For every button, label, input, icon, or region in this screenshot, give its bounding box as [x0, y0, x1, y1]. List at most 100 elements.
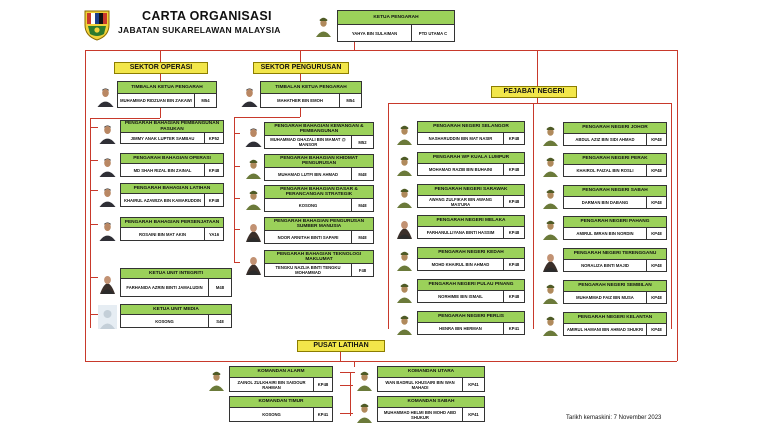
officer-name: MUHAMMAD GHAZALI BIN MAMAT @ MANSOR: [265, 136, 351, 148]
grade-code: KP48: [503, 196, 524, 207]
position-title: KETUA UNIT INTEGRITI: [121, 269, 231, 279]
position-title: PENGARAH BAHAGIAN OPERASI: [121, 154, 223, 164]
officer-name: FARHANIDA AZRIN BINTI JAMALUDIN: [121, 279, 208, 296]
sector-label-pejabat-negeri: PEJABAT NEGERI: [491, 86, 577, 98]
grade-code: KP48: [646, 165, 666, 176]
portrait-photo: [244, 251, 263, 275]
portrait-photo: [98, 217, 117, 241]
position-title: PENGARAH NEGERI KELANTAN: [564, 313, 666, 324]
portrait-photo: [395, 184, 414, 208]
position-title: PENGARAH NEGERI PULAU PINANG: [418, 280, 524, 291]
grade-code: M54: [339, 94, 361, 107]
position-title: PENGARAH NEGERI PERLIS: [418, 312, 524, 323]
grade-code: KP48: [646, 292, 666, 303]
officer-name: YAHYA BIN SULAIMAN: [338, 25, 411, 41]
officer-name: NORALIZA BINTI MAJID: [564, 260, 646, 271]
portrait-photo: [541, 153, 560, 177]
position-title: KOMANDAN SABAH: [378, 397, 484, 408]
position-title: PENGARAH NEGERI TERENGGANU: [564, 249, 666, 260]
card-bahagian-pengurusan-2: PENGARAH BAHAGIAN DASAR & PERANCANGAN ST…: [264, 185, 374, 212]
position-title: PENGARAH BAHAGIAN LATIHAN: [121, 184, 223, 194]
page-title: CARTA ORGANISASI: [142, 9, 272, 23]
portrait-photo: [541, 248, 560, 272]
position-title: KOMANDAN ALARM: [230, 367, 332, 378]
portrait-photo: [541, 280, 560, 304]
officer-name: MUHAMAD LUTFI BIN AHMAD: [265, 168, 351, 180]
officer-name: MD SHAH RIZAL BIN ZAINAL: [121, 164, 204, 176]
position-title: KOMANDAN UTARA: [378, 367, 484, 378]
position-title: PENGARAH BAHAGIAN KHIDMAT PENGURUSAN: [265, 155, 373, 168]
portrait-photo: [395, 279, 414, 303]
portrait-photo: [96, 83, 115, 107]
grade-code: PTD UTAMA C: [411, 25, 454, 41]
portrait-photo: [541, 216, 560, 240]
portrait-photo: [244, 155, 263, 179]
portrait-photo: [207, 367, 226, 391]
position-title: PENGARAH BAHAGIAN PENGURUSAN SUMBER MANU…: [265, 218, 373, 231]
position-title: PENGARAH NEGERI MELAKA: [418, 216, 524, 227]
officer-name: AMIRUL IMRAN BIN NORDIN: [564, 228, 646, 239]
portrait-photo: [541, 312, 560, 336]
position-title: PENGARAH BAHAGIAN TEKNOLOGI MAKLUMAT: [265, 251, 373, 264]
position-title: KETUA PENGARAH: [338, 11, 454, 25]
position-title: TIMBALAN KETUA PENGARAH: [261, 82, 361, 94]
officer-name: KOSONG: [230, 408, 313, 421]
card-bahagian-pengurusan-3: PENGARAH BAHAGIAN PENGURUSAN SUMBER MANU…: [264, 217, 374, 244]
grade-code: KP48: [503, 227, 524, 238]
officer-name: MUHAMMAD HELMI BIN MOHD ABD SHUKUR: [378, 408, 462, 421]
grade-code: KP52: [204, 133, 223, 143]
officer-name: KOSONG: [121, 315, 208, 327]
portrait-photo: [244, 186, 263, 210]
officer-name: MOHAMAD RAZIB BIN BUHAINI: [418, 164, 503, 175]
position-title: TIMBALAN KETUA PENGARAH: [118, 82, 216, 94]
position-title: PENGARAH NEGERI JOHOR: [564, 123, 666, 134]
grade-code: KP48: [646, 324, 666, 335]
position-title: PENGARAH BAHAGIAN KEWANGAN & PEMBANGUNAN: [265, 123, 373, 136]
portrait-photo: [541, 122, 560, 146]
portrait-photo: [244, 218, 263, 242]
officer-name: TENGKU NAZLIA BINTI TENGKU MOHAMMAD: [265, 264, 351, 276]
portrait-photo: [314, 13, 333, 37]
portrait-photo: [98, 153, 117, 177]
portrait-photo: [98, 183, 117, 207]
grade-code: KP48: [503, 133, 524, 144]
grade-code: S48: [208, 315, 231, 327]
grade-code: KP48: [313, 378, 332, 391]
position-title: PENGARAH NEGERI SABAH: [564, 186, 666, 197]
officer-name: NOOR ARNITAH BINTI SAPARI: [265, 231, 351, 243]
grade-code: KP48: [646, 228, 666, 239]
grade-code: KP41: [313, 408, 332, 421]
portrait-photo: [355, 399, 374, 423]
officer-name: DARMAN BIN DABANG: [564, 197, 646, 208]
jata-crest-icon: [82, 7, 112, 41]
sector-label-pusat-latihan: PUSAT LATIHAN: [297, 340, 385, 352]
officer-name: KHAIROL FAIZAL BIN ROSLI: [564, 165, 646, 176]
grade-code: KP48: [204, 164, 223, 176]
portrait-photo: [395, 152, 414, 176]
officer-name: KHAIRUL AZAWIZA BIN KAMARUDDIN: [121, 194, 204, 206]
page-subtitle: JABATAN SUKARELAWAN MALAYSIA: [118, 25, 281, 35]
portrait-photo: [541, 185, 560, 209]
grade-code: KP41: [462, 408, 484, 421]
grade-code: M48: [351, 231, 373, 243]
officer-name: NASHARUDDIN BIN MAT NASIR: [418, 133, 503, 144]
portrait-photo: [98, 120, 117, 144]
grade-code: KP48: [646, 134, 666, 145]
grade-code: KP48: [204, 194, 223, 206]
position-title: PENGARAH BAHAGIAN PERSENJATAAN: [121, 218, 223, 228]
portrait-photo: [395, 215, 414, 239]
